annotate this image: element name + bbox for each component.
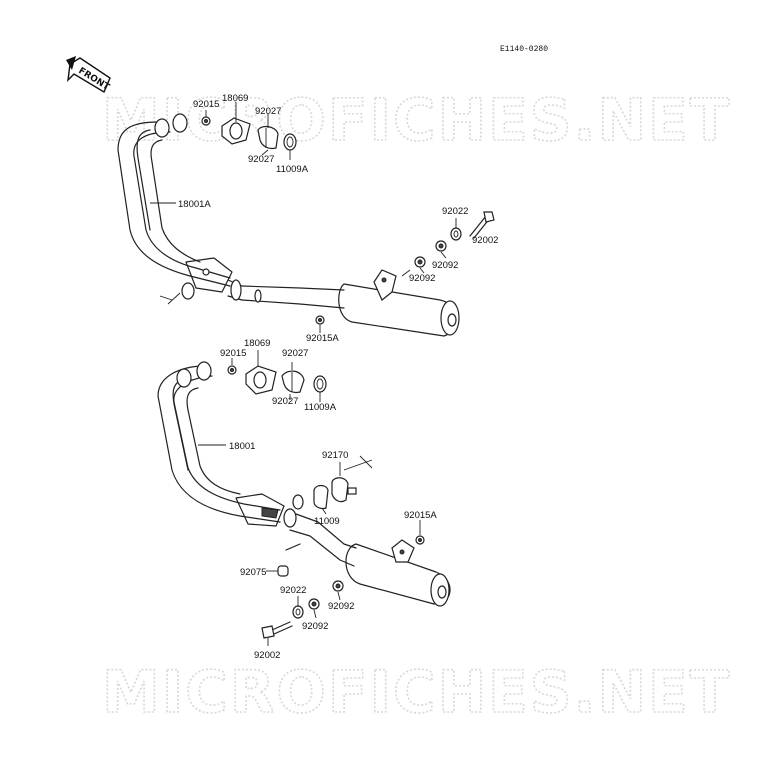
- gasket-11009: [313, 484, 329, 510]
- lower-exhaust-assembly: 18069 92015 92027 92027 11009A 18001 921…: [157, 338, 451, 661]
- collar-92027-lower: [281, 370, 305, 394]
- nut-92092a-upper: [435, 240, 447, 252]
- label-92015-lower: 92015: [220, 348, 246, 359]
- label-92092a-lower: 92092: [328, 601, 354, 612]
- washer-92022-upper: [450, 227, 462, 241]
- washer-92022-lower: [292, 605, 304, 619]
- label-92002-lower: 92002: [254, 650, 280, 661]
- flange-18069-upper: [221, 117, 251, 145]
- nut-92015-upper: [201, 116, 211, 126]
- header-pipe-18001: [157, 361, 304, 528]
- label-92015A-upper: 92015A: [306, 333, 339, 344]
- label-92002-upper: 92002: [472, 235, 498, 246]
- label-92027b-lower: 92027: [272, 396, 298, 407]
- label-92092b-lower: 92092: [302, 621, 328, 632]
- label-92022-lower: 92022: [280, 585, 306, 596]
- label-92170: 92170: [322, 450, 348, 461]
- label-92027b-upper: 92027: [248, 154, 274, 165]
- collar-92027-upper: [257, 125, 279, 150]
- nut-92015A-lower: [415, 535, 425, 545]
- nut-92015A-upper: [315, 315, 325, 325]
- nut-92092b-upper: [414, 256, 426, 268]
- flange-18069-lower: [245, 365, 277, 395]
- watermark-top: MICROFICHES.NET: [102, 86, 731, 154]
- label-92075: 92075: [240, 567, 266, 578]
- label-18001A: 18001A: [178, 199, 211, 210]
- nut-92092b-lower: [308, 598, 320, 610]
- label-11009A-lower: 11009A: [304, 402, 337, 413]
- grommet-92075: [277, 565, 289, 577]
- nut-92015-lower: [227, 365, 237, 375]
- bolt-92002-lower: [261, 621, 293, 639]
- label-18069-lower: 18069: [244, 338, 270, 349]
- nut-92092a-lower: [332, 580, 344, 592]
- label-11009A-upper: 11009A: [276, 164, 309, 175]
- label-92027a-upper: 92027: [255, 106, 281, 117]
- label-92092b-upper: 92092: [409, 273, 435, 284]
- header-pipe-18001A: [117, 113, 233, 305]
- label-92027a-lower: 92027: [282, 348, 308, 359]
- muffler-lower: [285, 513, 451, 607]
- diagram-code: E1140-0280: [500, 45, 548, 54]
- label-11009: 11009: [314, 516, 340, 527]
- bolt-92002-upper: [469, 211, 495, 239]
- clamp-92170: [331, 455, 373, 503]
- label-92022-upper: 92022: [442, 206, 468, 217]
- label-18069-upper: 18069: [222, 93, 248, 104]
- muffler-upper: [227, 269, 460, 337]
- label-18001: 18001: [229, 441, 255, 452]
- label-92015-upper: 92015: [193, 99, 219, 110]
- label-92092a-upper: 92092: [432, 260, 458, 271]
- gasket-11009A-lower: [313, 375, 327, 393]
- upper-exhaust-assembly: 92015 18069 92027 92027 11009A 18001A 92…: [117, 93, 498, 344]
- label-92015A-lower: 92015A: [404, 510, 437, 521]
- gasket-11009A-upper: [283, 133, 297, 151]
- watermark-bottom: MICROFICHES.NET: [102, 658, 731, 726]
- front-arrow-icon: [66, 56, 111, 94]
